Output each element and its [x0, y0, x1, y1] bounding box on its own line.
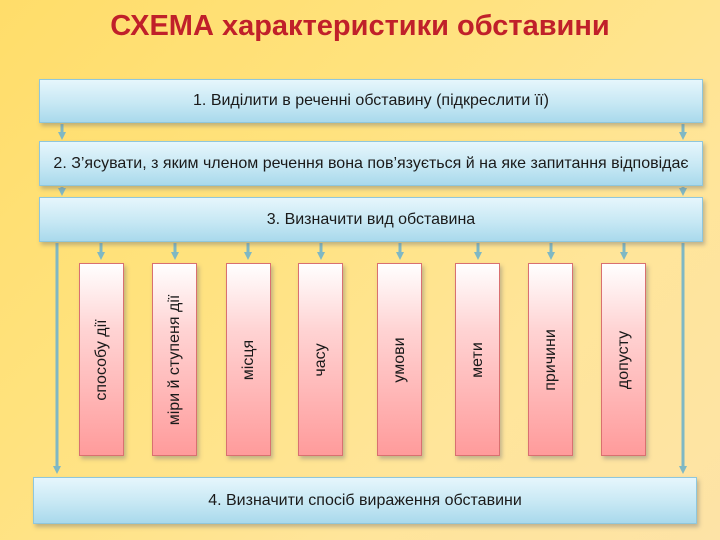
kind-box-purpose: мети	[455, 263, 500, 456]
kind-label: способу дії	[92, 318, 110, 401]
step-3-text: 3. Визначити вид обставина	[266, 210, 476, 228]
step-4-box: 4. Визначити спосіб вираження обставини	[33, 477, 697, 524]
kind-box-concession: допусту	[601, 263, 646, 456]
step-2-text: 2. З’ясувати, з яким членом речення вона…	[53, 154, 689, 172]
kind-box-manner: способу дії	[79, 263, 124, 456]
kind-label: допусту	[614, 330, 632, 389]
step-1-text: 1. Виділити в реченні обставину (підкрес…	[193, 92, 549, 109]
kind-box-place: місця	[226, 263, 271, 456]
kind-label: часу	[311, 342, 329, 377]
step-4-text: 4. Визначити спосіб вираження обставини	[208, 491, 522, 509]
step-3-box: 3. Визначити вид обставина	[39, 197, 703, 242]
kind-box-condition: умови	[377, 263, 422, 456]
kind-label: мети	[468, 341, 486, 378]
kind-label: причини	[541, 328, 559, 391]
kind-box-time: часу	[298, 263, 343, 456]
step-1-box: 1. Виділити в реченні обставину (підкрес…	[39, 79, 703, 123]
step-2-box: 2. З’ясувати, з яким членом речення вона…	[39, 141, 703, 186]
kind-label: місця	[239, 339, 257, 380]
kind-box-cause: причини	[528, 263, 573, 456]
kind-label: умови	[390, 336, 408, 383]
kind-box-measure: міри й ступеня дії	[152, 263, 197, 456]
page-title: СХЕМА характеристики обставини	[110, 10, 610, 42]
kind-label: міри й ступеня дії	[165, 294, 183, 425]
